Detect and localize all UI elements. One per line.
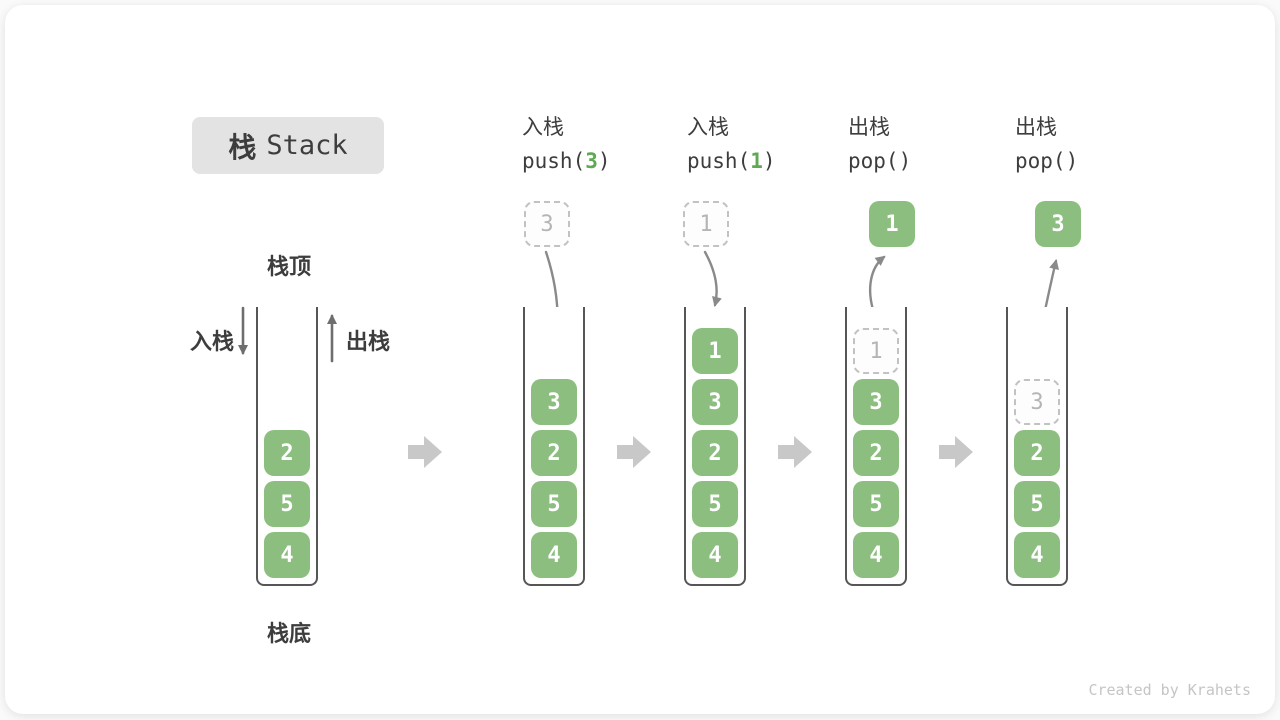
arrows-overlay: [238, 250, 1059, 468]
flow-arrow-icon: [778, 436, 812, 468]
watermark: Created by Krahets: [1088, 681, 1251, 699]
op-name: 入栈: [687, 115, 729, 139]
stack-item: 2: [531, 430, 577, 476]
stack-item: 4: [531, 532, 577, 578]
op-code-arg: 3: [585, 149, 598, 173]
incoming-item: 3: [524, 201, 570, 247]
stack-item: 3: [531, 379, 577, 425]
title-badge: 栈 Stack: [192, 117, 384, 174]
stack-item: 3: [853, 379, 899, 425]
op-name: 出栈: [1015, 115, 1057, 139]
stack-item: 5: [264, 481, 310, 527]
stack-item: 5: [692, 481, 738, 527]
label-stack-bottom: 栈底: [267, 622, 312, 647]
stack-column-initial: 2 5 4: [256, 307, 318, 587]
op-code: pop(): [1015, 149, 1078, 173]
stack-item: 5: [531, 481, 577, 527]
op-push-3: 入栈 push(3): [522, 111, 611, 173]
op-code-pre: push(: [522, 149, 586, 173]
op-code-pre: pop(: [848, 149, 899, 173]
push-curve-arrow-icon: [703, 250, 722, 307]
stack-item: 2: [264, 430, 310, 476]
flow-arrow-icon: [939, 436, 973, 468]
op-code: pop(): [848, 149, 911, 173]
stack-item: 5: [1014, 481, 1060, 527]
stack-item-ghost: 1: [853, 328, 899, 374]
op-pop-3: 出栈 pop(): [1015, 111, 1078, 173]
pop-curve-arrow-icon: [868, 255, 886, 315]
label-pop: 出栈: [346, 330, 391, 355]
stack-item: 2: [853, 430, 899, 476]
title-cn: 栈: [228, 130, 257, 164]
label-stack-top: 栈顶: [267, 255, 312, 280]
stack-item: 4: [692, 532, 738, 578]
diagram-card: 栈 Stack 栈顶 栈底 入栈 出栈 入栈 push(3) 入栈 push(1…: [5, 5, 1275, 714]
flow-arrow-icon: [617, 436, 651, 468]
stack-column-push-1: 1 3 2 5 4: [684, 307, 746, 587]
incoming-item: 1: [683, 201, 729, 247]
stack-column-pop-3: 3 2 5 4: [1006, 307, 1068, 587]
op-code: push(3): [522, 149, 611, 173]
op-code-post: ): [762, 149, 776, 173]
title-en: Stack: [266, 130, 348, 161]
op-name: 出栈: [848, 115, 890, 139]
stack-column-push-3: 3 2 5 4: [523, 307, 585, 587]
op-code-post: ): [597, 149, 611, 173]
op-code: push(1): [687, 149, 776, 173]
op-pop-1: 出栈 pop(): [848, 111, 911, 173]
stack-item-ghost: 3: [1014, 379, 1060, 425]
op-push-1: 入栈 push(1): [687, 111, 776, 173]
op-code-pre: pop(: [1015, 149, 1066, 173]
stack-item: 2: [1014, 430, 1060, 476]
label-push: 入栈: [190, 330, 235, 355]
op-name: 入栈: [522, 115, 564, 139]
stack-item: 2: [692, 430, 738, 476]
stack-item: 1: [692, 328, 738, 374]
op-code-arg: 1: [750, 149, 763, 173]
op-code-post: ): [1065, 149, 1079, 173]
stack-column-pop-1: 1 3 2 5 4: [845, 307, 907, 587]
flow-arrow-icon: [408, 436, 442, 468]
stack-item: 4: [264, 532, 310, 578]
stack-item: 3: [692, 379, 738, 425]
popped-item: 1: [869, 201, 915, 247]
stack-item: 5: [853, 481, 899, 527]
op-code-pre: push(: [687, 149, 751, 173]
op-code-post: ): [898, 149, 912, 173]
stack-item: 4: [853, 532, 899, 578]
popped-item: 3: [1035, 201, 1081, 247]
stack-item: 4: [1014, 532, 1060, 578]
